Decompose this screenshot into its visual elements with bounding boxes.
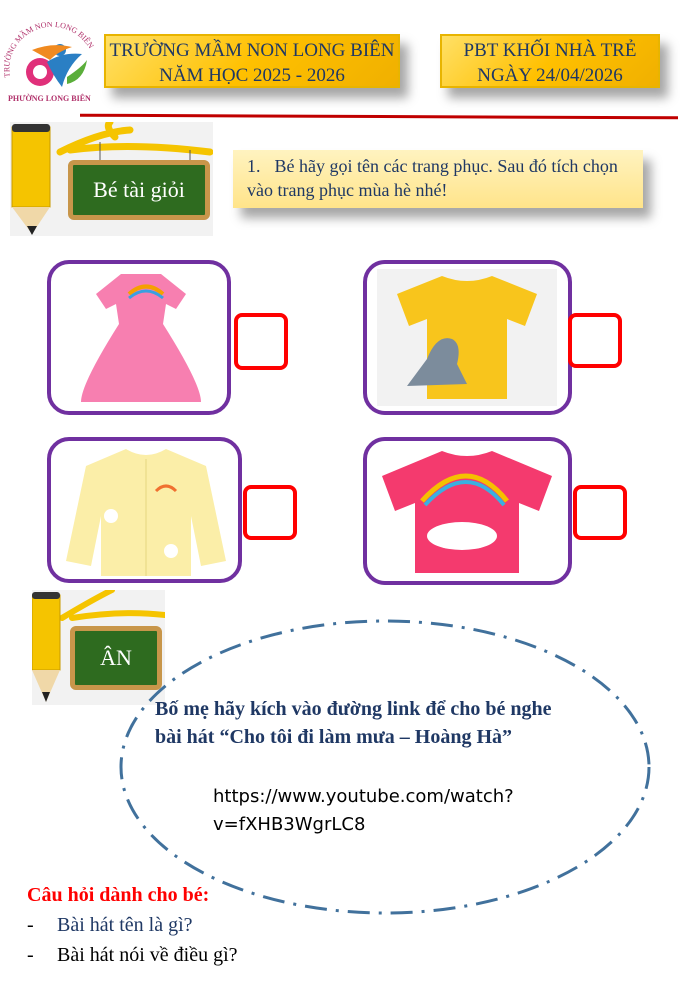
yellow-cardigan-image (66, 449, 226, 576)
item-frame-pink-dress (47, 260, 231, 415)
sign-label: Bé tài giỏi (93, 177, 185, 202)
checkbox-pink-dress[interactable] (234, 313, 288, 370)
pencil-sign-2: ÂN (32, 590, 165, 705)
checkbox-yellow-dino-tshirt[interactable] (568, 313, 622, 368)
questions: Câu hỏi dành cho bé: -Bài hát tên là gì?… (27, 880, 238, 970)
checkbox-yellow-cardigan[interactable] (243, 485, 297, 540)
school-logo: TRƯỜNG MẦM NON LONG BIÊN PHƯỜNG LONG BIÊ… (2, 20, 102, 107)
link-line-2[interactable]: v=fXHB3WgrLC8 (213, 814, 366, 835)
checkbox-pink-unicorn-tshirt[interactable] (573, 485, 627, 540)
item-frame-yellow-dino-tshirt (363, 260, 572, 415)
question-text: Bài hát tên là gì? (57, 914, 193, 936)
instruction-text: Bé hãy gọi tên các trang phục. Sau đó tí… (247, 156, 618, 200)
link-line-1[interactable]: https://www.youtube.com/watch? (213, 786, 514, 807)
dashed-ellipse (119, 619, 651, 915)
school-info-box: TRƯỜNG MẦM NON LONG BIÊN NĂM HỌC 2025 - … (104, 34, 400, 88)
pink-unicorn-tshirt-image (382, 451, 552, 573)
sign-label-2: ÂN (100, 645, 132, 670)
header-divider (79, 113, 679, 120)
questions-title: Câu hỏi dành cho bé: (27, 884, 210, 906)
sheet-title: PBT KHỐI NHÀ TRẺ (463, 40, 637, 61)
logo-bottom-text: PHƯỜNG LONG BIÊN (8, 94, 91, 103)
question-item: -Bài hát nói về điều gì? (27, 944, 238, 966)
item-frame-pink-unicorn-tshirt (363, 437, 572, 585)
pink-dress-image (81, 274, 201, 402)
song-link[interactable]: https://www.youtube.com/watch? v=fXHB3Wg… (213, 783, 514, 839)
message-line-1: Bố mẹ hãy kích vào đường link để cho bé … (155, 698, 552, 720)
parent-message: Bố mẹ hãy kích vào đường link để cho bé … (155, 695, 551, 751)
instruction-number: 1. (247, 156, 261, 176)
instruction-box: 1.Bé hãy gọi tên các trang phục. Sau đó … (233, 150, 643, 208)
sheet-info-box: PBT KHỐI NHÀ TRẺ NGÀY 24/04/2026 (440, 34, 660, 88)
school-year: NĂM HỌC 2025 - 2026 (159, 65, 345, 86)
pencil-sign: Bé tài giỏi (10, 122, 213, 236)
yellow-dino-tshirt-image (377, 269, 557, 406)
sign-board: Bé tài giỏi (68, 160, 210, 220)
school-name: TRƯỜNG MẦM NON LONG BIÊN (109, 40, 395, 61)
pencil-icon-2 (32, 590, 165, 702)
sign-board-2: ÂN (70, 626, 162, 690)
item-frame-yellow-cardigan (47, 437, 242, 583)
question-item: -Bài hát tên là gì? (27, 914, 193, 936)
message-line-2: bài hát “Cho tôi đi làm mưa – Hoàng Hà” (155, 726, 513, 748)
sheet-date: NGÀY 24/04/2026 (477, 65, 623, 86)
pencil-icon (11, 122, 213, 235)
question-text: Bài hát nói về điều gì? (57, 944, 238, 966)
